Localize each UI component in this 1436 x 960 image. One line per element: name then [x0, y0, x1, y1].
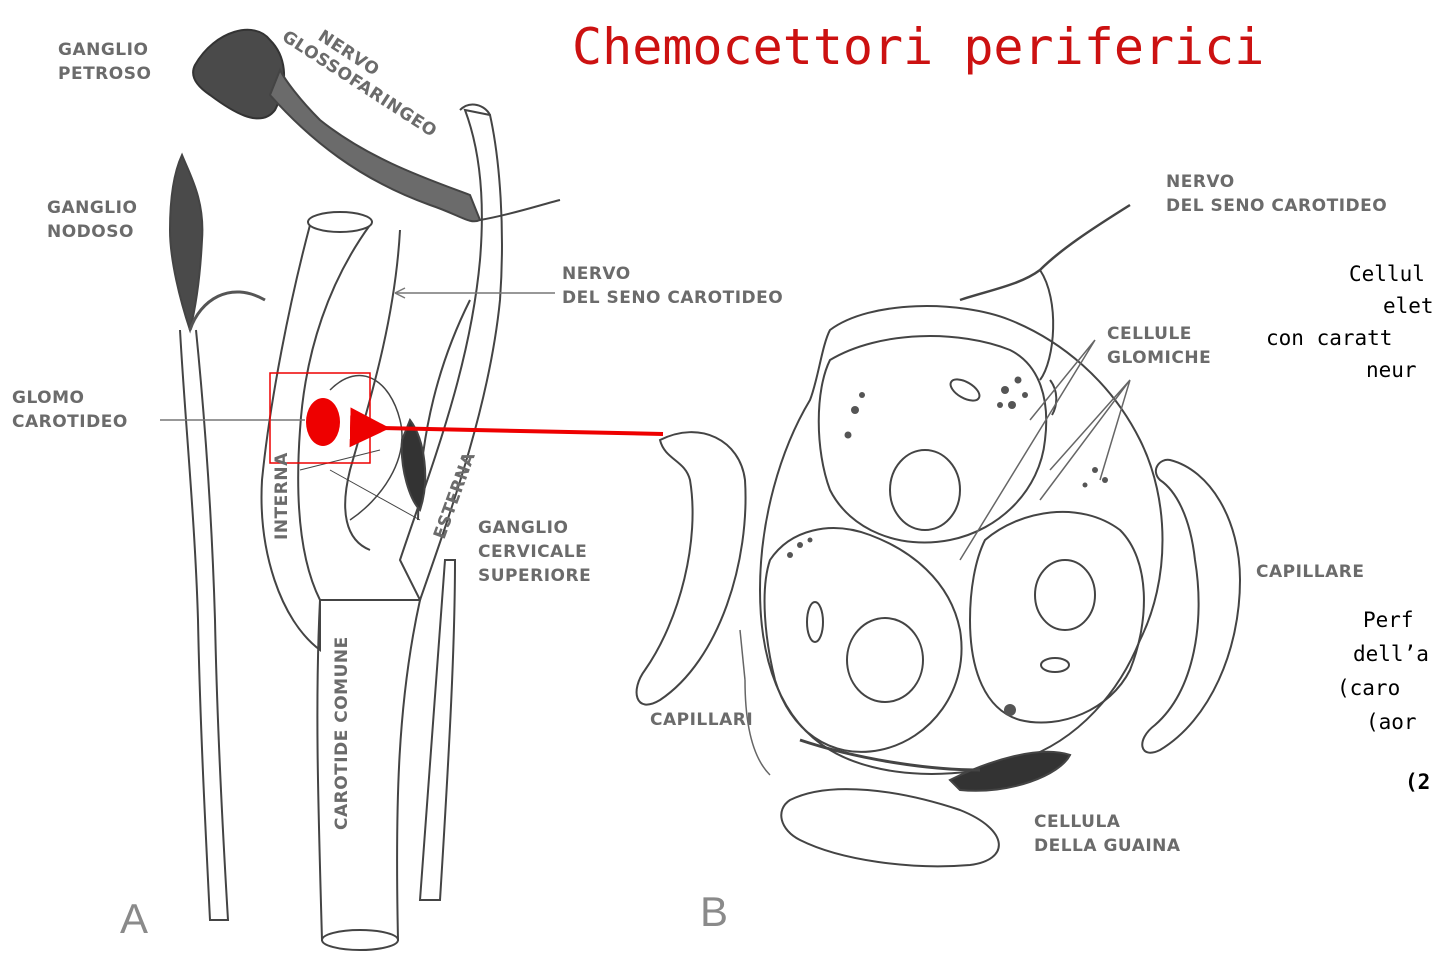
ganglio-cervicale-shape [402, 420, 425, 510]
label-line: SUPERIORE [478, 564, 591, 588]
label-line: NODOSO [47, 220, 137, 244]
label-carotide-comune: CAROTIDE COMUNE [332, 636, 352, 830]
label-line: GANGLIO [58, 38, 151, 62]
label-line: GLOMO [12, 386, 128, 410]
capillary-bottom [781, 789, 999, 866]
side-text-p4: (aor [1366, 710, 1417, 734]
side-text-line-3: con caratt [1266, 326, 1392, 350]
glomo-carotideo-marker [306, 398, 340, 446]
panel-a-letter: A [120, 895, 148, 943]
glomus-cell-2 [765, 528, 962, 752]
label-line: CELLULE [1107, 322, 1211, 346]
side-text-p2: dell’a [1353, 642, 1429, 666]
label-ganglio-cervicale: GANGLIO CERVICALE SUPERIORE [478, 516, 591, 588]
label-glomo-carotideo: GLOMO CAROTIDEO [12, 386, 128, 434]
ganglio-nodoso-shape [170, 155, 202, 330]
capillary-right [1142, 460, 1240, 753]
side-text-line-4: neur [1366, 358, 1417, 382]
side-text-p3: (caro [1337, 676, 1400, 700]
label-line: DEL SENO CAROTIDEO [1166, 194, 1387, 218]
label-line: NERVO [562, 262, 783, 286]
label-cellule-glomiche: CELLULE GLOMICHE [1107, 322, 1211, 370]
label-nervo-seno-a: NERVO DEL SENO CAROTIDEO [562, 262, 783, 310]
ganglio-petroso-shape [193, 30, 284, 119]
glomus-nucleus-2 [847, 618, 923, 702]
label-cellula-guaina: CELLULA DELLA GUAINA [1034, 810, 1181, 858]
glomus-nucleus-1 [890, 450, 960, 530]
glomus-cell-1 [819, 336, 1046, 542]
side-text-line-2: elet [1383, 294, 1434, 318]
panel-a-leaders [160, 288, 555, 420]
label-interna: INTERNA [272, 452, 292, 540]
glomus-nucleus-3 [1035, 560, 1095, 630]
label-line: GLOMICHE [1107, 346, 1211, 370]
side-text-p5: (2 [1405, 770, 1430, 794]
glomus-cell-3 [970, 512, 1144, 723]
label-line: NERVO [1166, 170, 1387, 194]
label-ganglio-petroso: GANGLIO PETROSO [58, 38, 151, 86]
pointer-arrow [382, 428, 663, 434]
slide-title: Chemocettori periferici [572, 18, 1264, 76]
label-ganglio-nodoso: GANGLIO NODOSO [47, 196, 137, 244]
panel-b-letter: B [700, 888, 728, 936]
label-line: DEL SENO CAROTIDEO [562, 286, 783, 310]
label-line: PETROSO [58, 62, 151, 86]
label-line: CAROTIDEO [12, 410, 128, 434]
label-line: DELLA GUAINA [1034, 834, 1181, 858]
label-capillari: CAPILLARI [650, 708, 753, 732]
label-nervo-seno-b: NERVO DEL SENO CAROTIDEO [1166, 170, 1387, 218]
label-line: CERVICALE [478, 540, 591, 564]
label-line: GANGLIO [478, 516, 591, 540]
label-capillare: CAPILLARE [1256, 560, 1364, 584]
panel-a-drawing [170, 30, 560, 950]
label-line: CELLULA [1034, 810, 1181, 834]
capillary-left [637, 432, 746, 704]
label-line: GANGLIO [47, 196, 137, 220]
side-text-p1: Perf [1363, 608, 1414, 632]
side-text-line-1: Cellul [1349, 262, 1425, 286]
